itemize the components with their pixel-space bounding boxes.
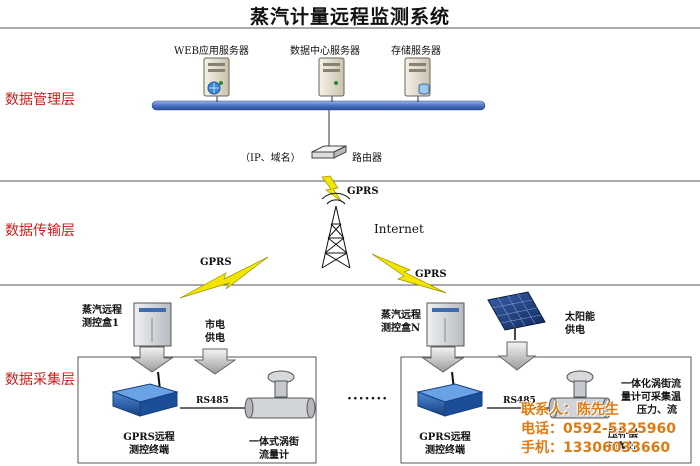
siteN-meter-line3: 压力、流 [637,405,677,416]
contact-mobile: 手机：13306033660 [521,440,671,456]
internet-label: Internet [374,222,424,236]
layer-label-management: 数据管理层 [5,92,75,108]
router-icon [311,145,347,159]
siteN-meter-line2: 量计可采集温 [621,392,681,403]
ip-domain-label: （IP、域名） [240,153,301,164]
gprs-label-router: GPRS [347,186,379,197]
siteN-meter-label-lower: 压补偿 流量计 [608,428,638,454]
diagram-title: 蒸汽计量远程监测系统 [249,6,450,28]
siteN-meter-label: 一体化涡街流 量计可采集温 压力、流 [621,378,681,417]
tower-icon [321,192,351,269]
layer-label-collection: 数据采集层 [5,372,75,388]
down-arrow-site1-power [193,348,237,375]
siteN-solar-label: 太阳能 供电 [565,311,595,337]
site1-meter-line2: 流量计 [259,450,289,461]
site1-box-line2: 测控盒1 [82,318,119,329]
datacenter-server-label: 数据中心服务器 [290,46,360,57]
down-arrow-site1-cabinet [130,346,174,373]
gprs-label-right: GPRS [415,269,447,280]
network-bus [151,100,486,111]
storage-server-label: 存储服务器 [391,46,441,57]
siteN-terminal-label: GPRS远程 测控终端 [419,431,471,457]
siteN-box-line1: 蒸汽远程 [381,310,421,321]
site1-meter-line1: 一体式涡街 [249,437,299,448]
lightning-right-icon [371,253,447,294]
siteN-solar-line2: 供电 [565,325,585,336]
siteN-flowmeter-icon [548,370,612,419]
web-server-label: WEB应用服务器 [174,46,249,57]
site1-meter-label: 一体式涡街 流量计 [244,436,304,462]
ellipsis-dots: ······· [347,391,389,407]
gprs-label-left: GPRS [200,257,232,268]
siteN-terminal-line2: 测控终端 [425,445,465,456]
site1-terminal-line1: GPRS远程 [123,432,175,443]
siteN-meter-line5: 流量计 [608,442,638,453]
router-label: 路由器 [352,153,382,164]
contact-person: 联系人：陈先生 [521,402,619,418]
web-server-icon [203,57,230,97]
contact-phone: 电话：0592-5325960 [521,421,676,437]
siteN-cabinet-icon [426,302,465,347]
site1-power-line1: 市电 [205,320,225,331]
lightning-left-icon [179,256,269,299]
site1-power-line2: 供电 [205,333,225,344]
site1-terminal-label: GPRS远程 测控终端 [123,431,175,457]
solar-panel-icon [487,291,546,340]
site1-terminal-icon [111,371,179,417]
down-arrow-siteN-solar [497,341,537,371]
layer-label-transmission: 数据传输层 [5,223,75,239]
site1-box-line1: 蒸汽远程 [82,305,122,316]
layer-separators [0,27,700,286]
contact-overlay: 联系人：陈先生 电话：0592-5325960 手机：13306033660 [521,401,676,458]
site1-terminal-line2: 测控终端 [129,445,169,456]
down-arrow-siteN-cabinet [421,346,465,373]
site1-flowmeter-icon [244,370,316,419]
siteN-box-line2: 测控盒N [381,323,421,334]
datacenter-server-icon [318,57,345,97]
storage-server-icon [404,57,431,97]
site1-box-label: 蒸汽远程 测控盒1 [82,304,122,330]
lightning-router-icon [321,175,343,203]
siteN-terminal-line1: GPRS远程 [419,432,471,443]
siteN-solar-line1: 太阳能 [565,312,595,323]
siteN-rs485-label: RS485 [503,396,536,406]
site1-frame [77,356,317,464]
site1-power-label: 市电 供电 [203,319,227,345]
site1-rs485-label: RS485 [196,396,229,406]
siteN-meter-line4: 压补偿 [608,429,638,440]
site1-cabinet-icon [133,302,172,347]
siteN-frame [400,356,692,464]
siteN-terminal-icon [416,371,484,417]
siteN-meter-line1: 一体化涡街流 [621,379,681,390]
server-drops [216,96,419,102]
siteN-box-label: 蒸汽远程 测控盒N [381,309,421,335]
